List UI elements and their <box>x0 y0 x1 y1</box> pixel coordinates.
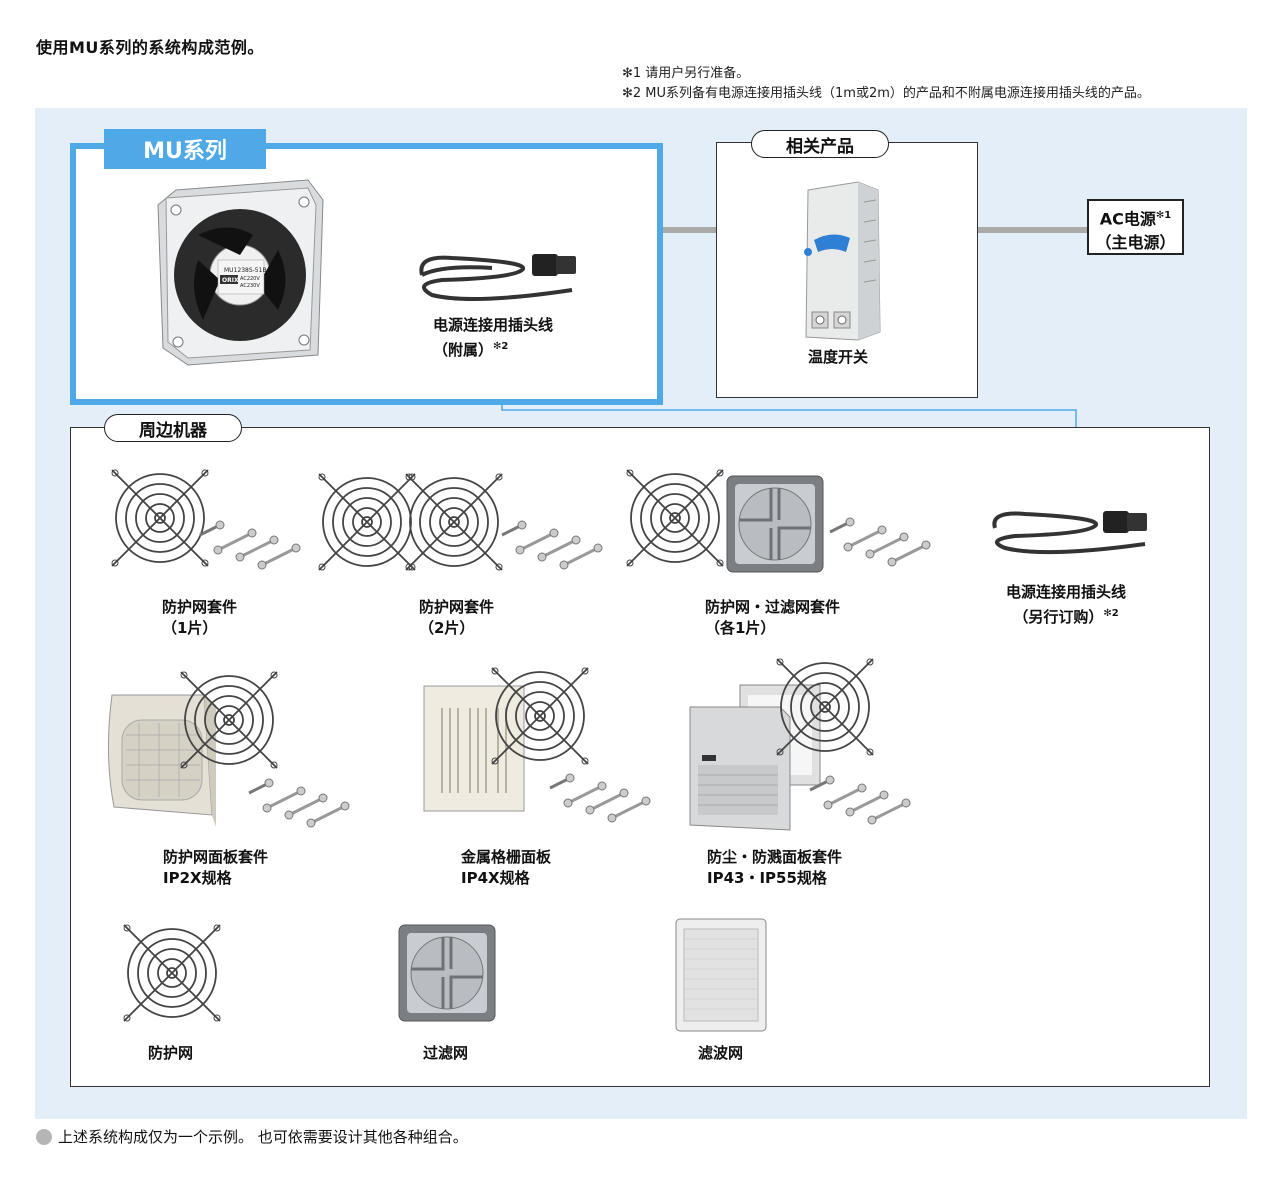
guard-kit-1-sublabel: （1片） <box>162 619 218 637</box>
guard-kit-1-label: 防护网套件 <box>162 598 238 616</box>
guard-filter-kit-label: 防护网・过滤网套件 <box>705 598 841 616</box>
guard-filter-kit-sublabel: （各1片） <box>705 619 776 637</box>
guard-kit-1-image <box>111 469 302 571</box>
ac-power-box: AC电源✻1 （主电源） <box>1087 199 1184 255</box>
filter-label: 过滤网 <box>423 1044 469 1062</box>
metal-grille-label: 金属格栅面板 <box>461 848 552 866</box>
footer-text: 上述系统构成仅为一个示例。 也可依需要设计其他各种组合。 <box>58 1128 468 1146</box>
note-mark-2b: ✻2 <box>1103 608 1119 619</box>
thermostat-switch-image <box>804 181 881 341</box>
cord-separate-label: 电源连接用插头线 <box>1006 583 1127 601</box>
cord-separate-sublabel: （另行订购） <box>1013 608 1104 626</box>
metal-grille-panel-image <box>423 667 652 824</box>
guard-kit-2-image <box>318 473 604 571</box>
metal-grille-sublabel: IP4X规格 <box>461 869 530 887</box>
peripheral-equipment-tab: 周边机器 <box>104 414 242 442</box>
fan-image: MU1238S-51B ORIX AC220V AC230V <box>157 179 324 366</box>
ac-power-label: AC电源 <box>1099 209 1156 229</box>
fan-guard-image <box>123 924 221 1022</box>
guard-panel-kit-label: 防护网面板套件 <box>163 848 269 866</box>
fan-guard-label: 防护网 <box>148 1044 194 1062</box>
dust-splash-panel-kit-image <box>689 658 912 831</box>
ac-power-sublabel: （主电源） <box>1095 233 1176 253</box>
bullet-icon <box>36 1128 52 1145</box>
mu-series-tab: MU系列 <box>104 129 266 169</box>
dust-splash-kit-sublabel: IP43・IP55规格 <box>707 869 827 887</box>
fan-brand-text: ORIX <box>222 277 239 284</box>
power-cord-icon <box>419 254 576 301</box>
footnote-2: ✻2 MU系列备有电源连接用插头线（1m或2m）的产品和不附属电源连接用插头线的… <box>622 86 1150 101</box>
guard-filter-kit-image <box>626 469 932 574</box>
related-products-tab: 相关产品 <box>751 130 889 158</box>
fan-volt2-text: AC230V <box>240 283 260 289</box>
power-cord-separate-image <box>992 511 1147 555</box>
note-mark-1: ✻1 <box>1155 210 1172 221</box>
footer-note: 上述系统构成仅为一个示例。 也可依需要设计其他各种组合。 <box>36 1126 468 1147</box>
cord-included-label: 电源连接用插头线 <box>433 316 554 334</box>
filter-mesh-label: 滤波网 <box>698 1044 744 1062</box>
fan-volt1-text: AC220V <box>240 276 260 282</box>
dust-splash-kit-label: 防尘・防溅面板套件 <box>707 848 843 866</box>
guard-kit-2-label: 防护网套件 <box>419 598 495 616</box>
guard-panel-kit-image <box>107 671 351 829</box>
page-title: 使用MU系列的系统构成范例。 <box>36 38 264 57</box>
footnote-1: ✻1 请用户另行准备。 <box>622 66 750 81</box>
guard-panel-kit-sublabel: IP2X规格 <box>163 869 232 887</box>
note-mark-2: ✻2 <box>493 341 509 352</box>
filter-image <box>397 923 497 1023</box>
cord-included-sublabel: （附属） <box>433 341 494 359</box>
guard-kit-2-sublabel: （2片） <box>419 619 475 637</box>
filter-mesh-image <box>675 918 767 1032</box>
fan-model-text: MU1238S-51B <box>224 267 267 274</box>
thermostat-switch-label: 温度开关 <box>808 348 869 366</box>
